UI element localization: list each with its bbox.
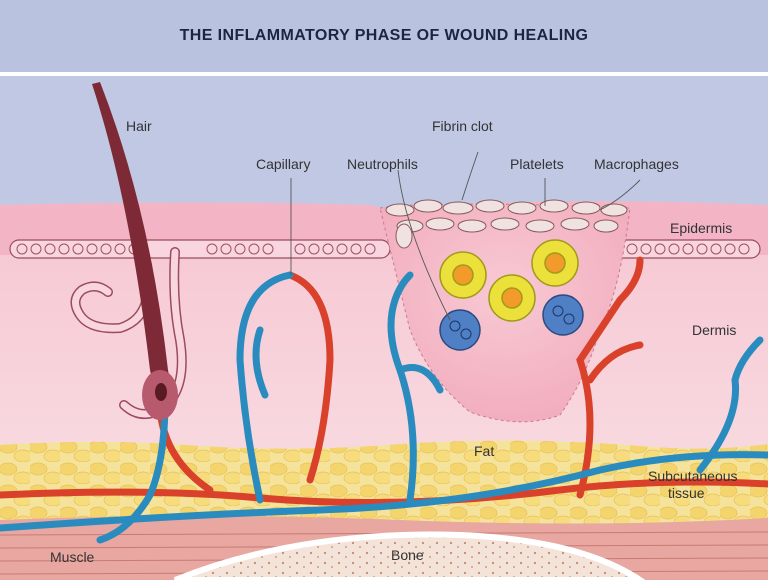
label-macrophages: Macrophages (594, 156, 679, 172)
label-fibrin-clot: Fibrin clot (432, 118, 493, 134)
epidermis-cell-row (10, 240, 760, 258)
label-platelets: Platelets (510, 156, 564, 172)
label-neutrophils: Neutrophils (347, 156, 418, 172)
label-tissue: tissue (668, 485, 705, 501)
label-capillary: Capillary (256, 156, 310, 172)
label-dermis: Dermis (692, 322, 736, 338)
label-subcutaneous: Subcutaneous (648, 468, 738, 484)
label-hair: Hair (126, 118, 152, 134)
label-muscle: Muscle (50, 549, 94, 565)
diagram-title: THE INFLAMMATORY PHASE OF WOUND HEALING (180, 27, 589, 45)
hair-papilla (155, 383, 167, 401)
title-bar: THE INFLAMMATORY PHASE OF WOUND HEALING (0, 0, 768, 76)
label-bone: Bone (391, 547, 424, 563)
label-epidermis: Epidermis (670, 220, 732, 236)
label-fat: Fat (474, 443, 494, 459)
